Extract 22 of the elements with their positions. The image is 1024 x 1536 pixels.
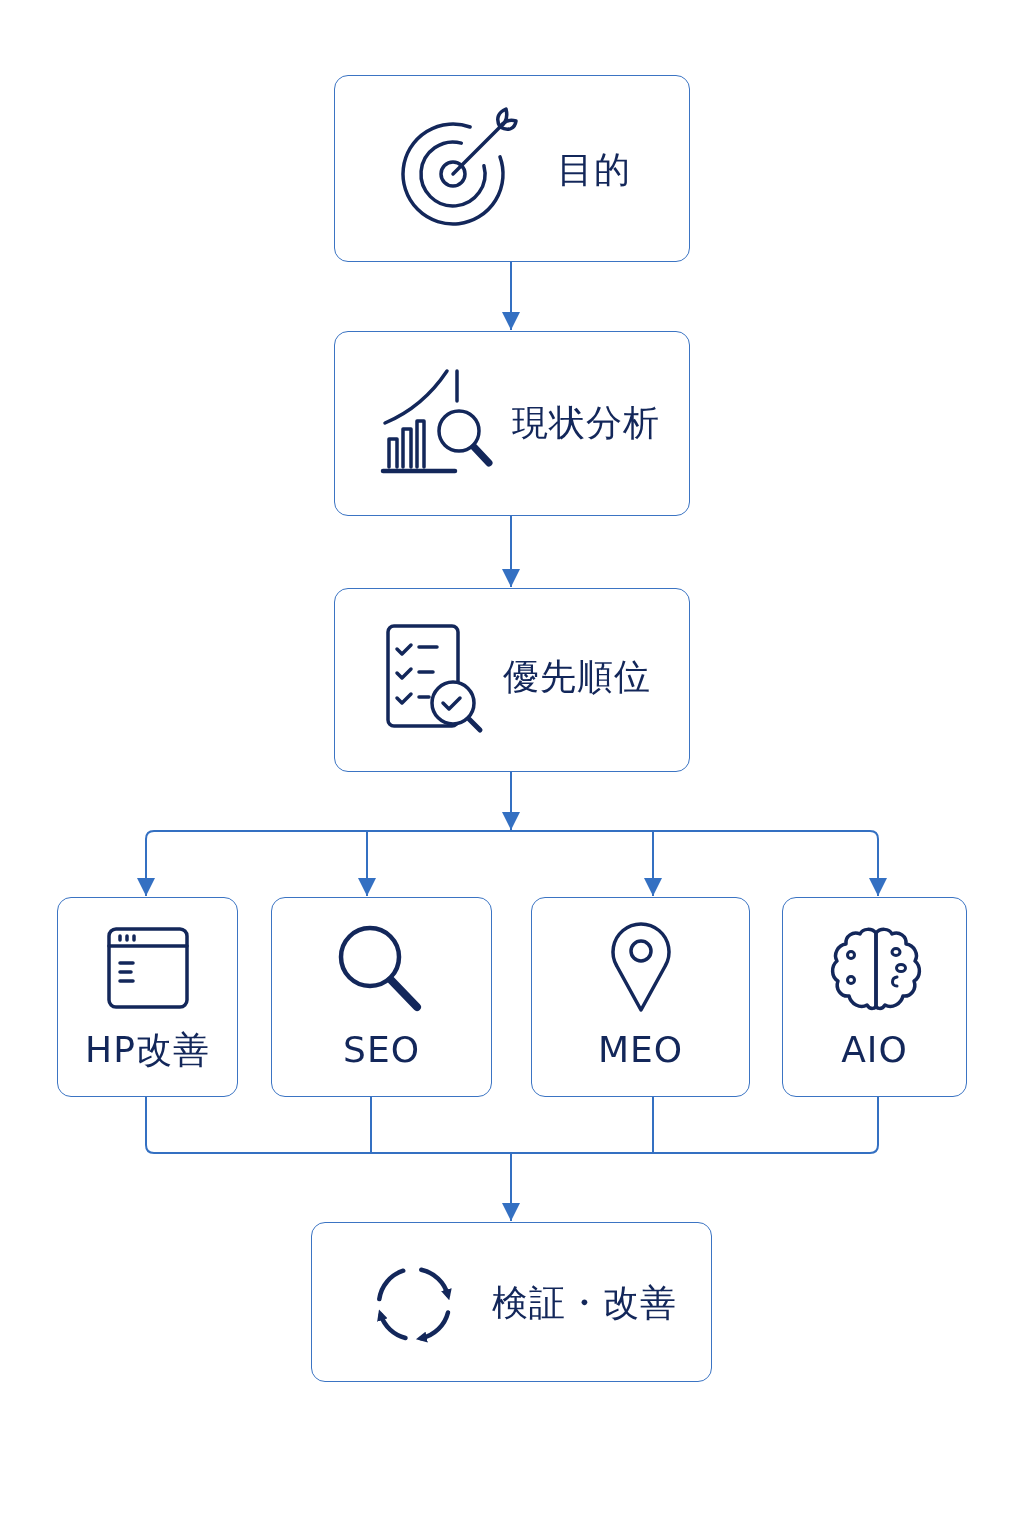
step-label: 優先順位 <box>503 659 651 695</box>
process-box <box>782 897 967 1097</box>
arrow <box>502 1152 520 1222</box>
arrow <box>502 515 520 588</box>
connector-line <box>370 1096 512 1154</box>
step-label: SEO <box>343 1032 420 1068</box>
process-box <box>334 75 690 262</box>
step-label: HP改善 <box>85 1032 210 1068</box>
process-box <box>271 897 492 1097</box>
step-label: 目的 <box>557 152 631 188</box>
step-label: MEO <box>597 1032 684 1068</box>
arrow <box>358 830 512 897</box>
step-label: 検証・改善 <box>492 1285 677 1321</box>
process-box <box>531 897 750 1097</box>
arrow <box>502 261 520 331</box>
arrow <box>502 771 520 831</box>
process-box <box>57 897 238 1097</box>
process-box <box>311 1222 712 1382</box>
step-label: AIO <box>841 1032 908 1068</box>
process-box <box>334 331 690 516</box>
process-box <box>334 588 690 772</box>
step-label: 現状分析 <box>512 405 660 441</box>
